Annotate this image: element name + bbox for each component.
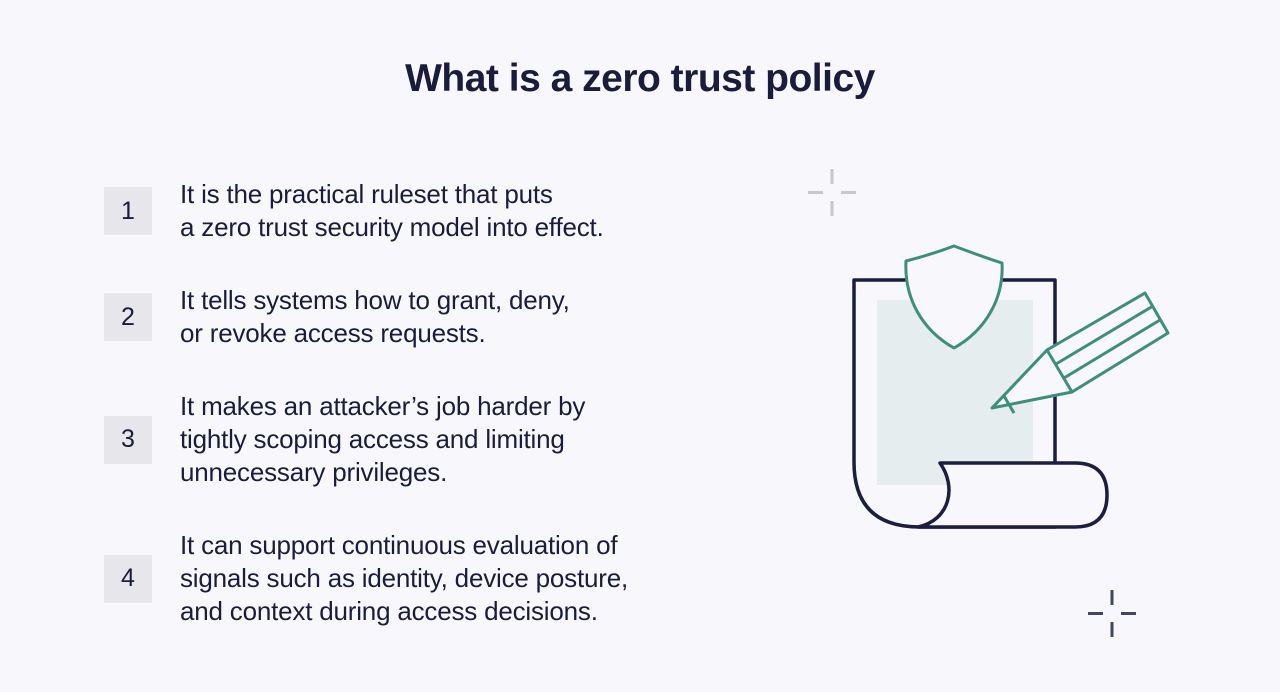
item-number-badge: 4 (104, 554, 152, 603)
list-item: 2 It tells systems how to grant, deny, o… (104, 284, 628, 350)
list-item: 3 It makes an attacker’s job harder by t… (104, 390, 628, 489)
list-item: 4 It can support continuous evaluation o… (104, 529, 628, 628)
scroll-flap (916, 461, 1109, 529)
policy-document-illustration (808, 169, 1170, 637)
crosshair-icon (808, 169, 856, 216)
item-number-badge: 2 (104, 293, 152, 341)
item-text: It is the practical ruleset that puts a … (180, 179, 604, 242)
crosshair-icon (1088, 590, 1136, 637)
page-title: What is a zero trust policy (405, 57, 875, 100)
item-text: It can support continuous evaluation of … (180, 530, 629, 626)
pencil-icon (990, 291, 1170, 414)
shield-icon (904, 244, 1004, 350)
item-text: It makes an attacker’s job harder by tig… (180, 391, 586, 487)
list-item: 1 It is the practical ruleset that puts … (104, 178, 628, 244)
item-text: It tells systems how to grant, deny, or … (180, 285, 570, 348)
points-list: 1 It is the practical ruleset that puts … (104, 178, 628, 628)
item-number-badge: 1 (104, 187, 152, 235)
item-number-badge: 3 (104, 415, 152, 464)
